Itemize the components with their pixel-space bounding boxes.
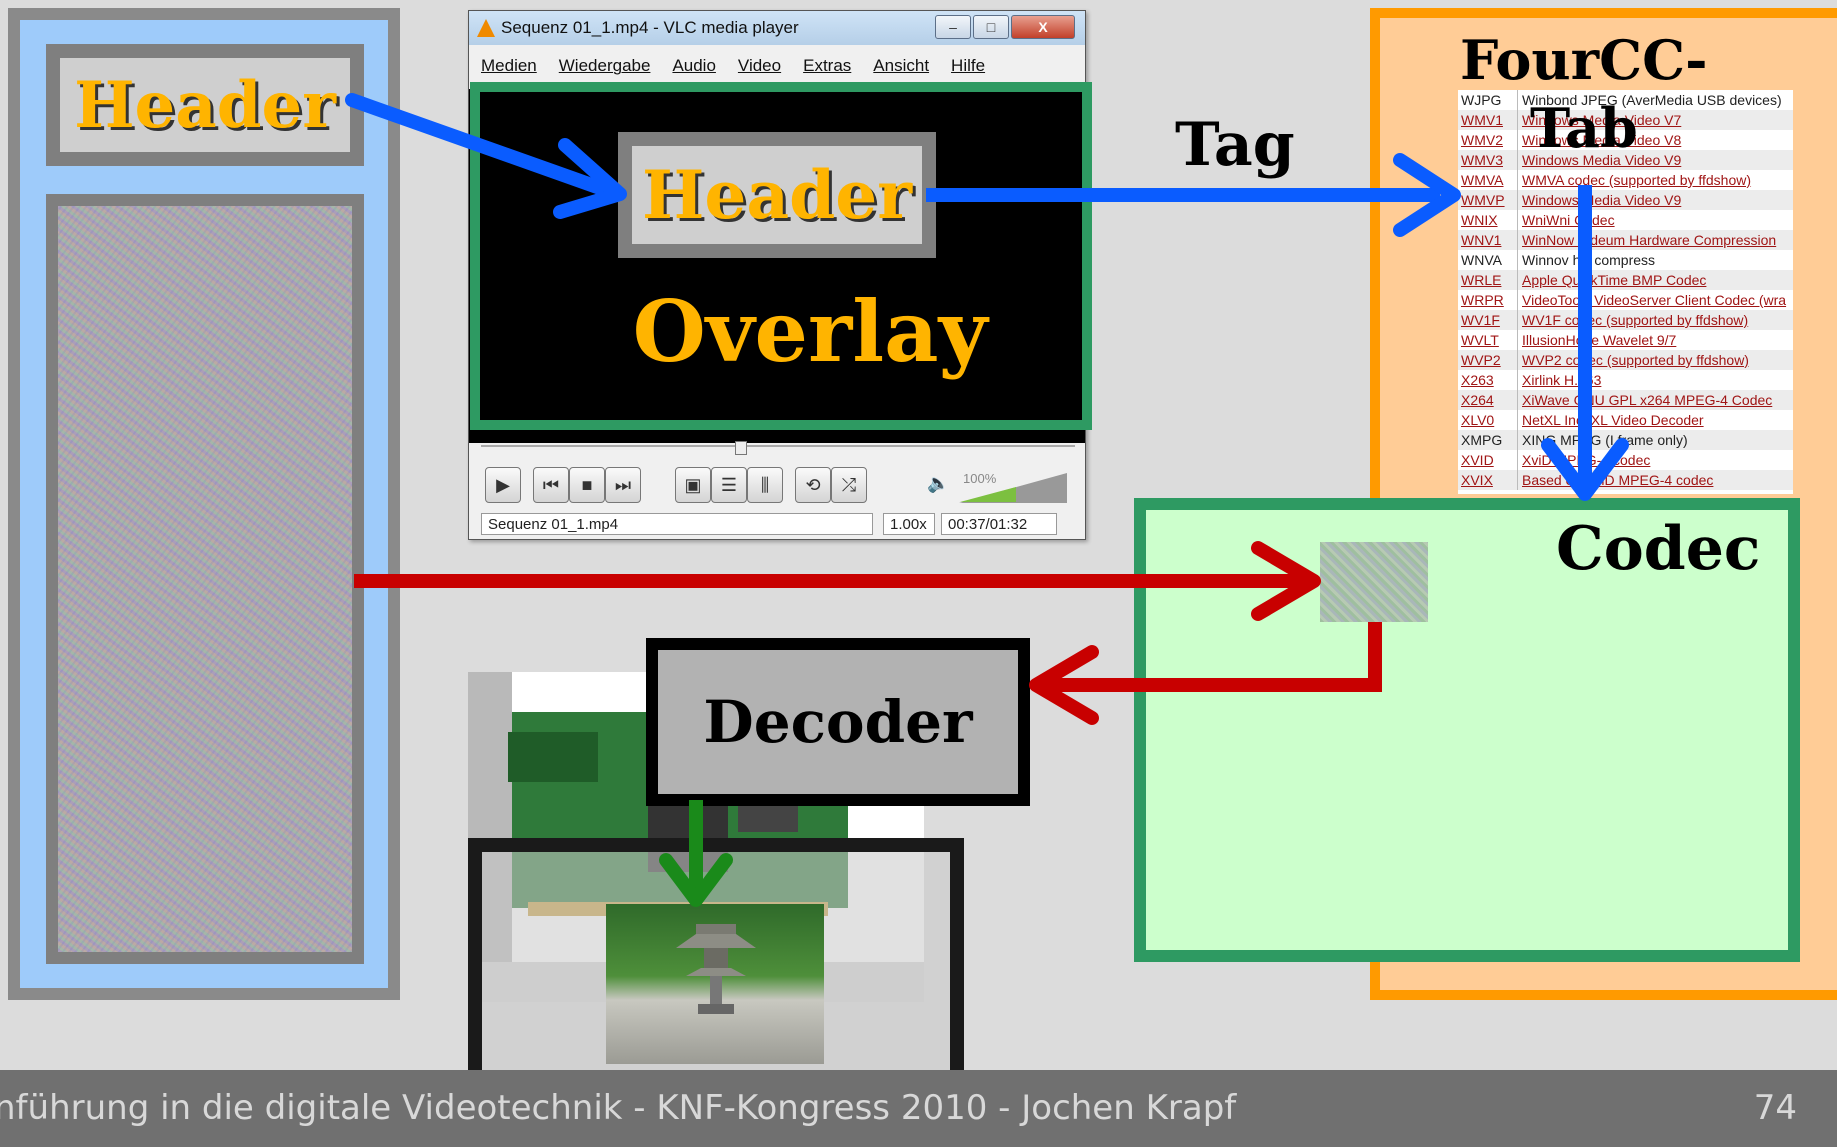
volume-fill xyxy=(960,487,1016,502)
fourcc-code[interactable]: WMVP xyxy=(1458,190,1518,210)
fourcc-code[interactable]: WNV1 xyxy=(1458,230,1518,250)
seek-track xyxy=(481,445,1075,447)
fourcc-description: XING MPEG (I frame only) xyxy=(1522,432,1688,448)
fourcc-description[interactable]: Apple QuickTime BMP Codec xyxy=(1522,272,1707,288)
slide-footer: nführung in die digitale Videotechnik - … xyxy=(0,1070,1837,1147)
fourcc-code[interactable]: WMV2 xyxy=(1458,130,1518,150)
codec-box xyxy=(1134,498,1800,962)
garden-lantern-graphic xyxy=(676,924,756,1014)
fourcc-code[interactable]: X263 xyxy=(1458,370,1518,390)
fourcc-code[interactable]: WMV3 xyxy=(1458,150,1518,170)
minimize-button[interactable]: – xyxy=(935,15,971,39)
maximize-button[interactable]: □ xyxy=(973,15,1009,39)
arrow-tag-to-fourcc xyxy=(926,153,1461,237)
status-speed[interactable]: 1.00x xyxy=(883,513,935,535)
arrow-payload-to-codec xyxy=(354,541,1321,621)
equalizer-icon[interactable]: ⫼ xyxy=(747,467,783,503)
seek-handle[interactable] xyxy=(735,441,747,455)
shuffle-icon[interactable]: ⤮ xyxy=(831,467,867,503)
speaker-icon[interactable]: 🔈 xyxy=(927,473,950,493)
arrow-codec-to-decoder xyxy=(1029,622,1382,725)
playlist-icon[interactable]: ☰ xyxy=(711,467,747,503)
fourcc-code: XMPG xyxy=(1458,430,1518,450)
fourcc-code[interactable]: WV1F xyxy=(1458,310,1518,330)
overlay-frame xyxy=(470,82,1092,430)
volume-percent: 100% xyxy=(963,471,997,486)
vlc-menubar: Medien Wiedergabe Audio Video Extras Ans… xyxy=(469,51,1085,81)
codec-label: Codec xyxy=(1556,514,1761,584)
vlc-cone-icon xyxy=(477,19,495,37)
fourcc-code[interactable]: WVP2 xyxy=(1458,350,1518,370)
decoded-image xyxy=(606,904,824,1064)
fourcc-description[interactable]: Windows Media Video V9 xyxy=(1522,152,1682,168)
fourcc-description[interactable]: Windows Media Video V7 xyxy=(1522,112,1682,128)
fourcc-code[interactable]: XLV0 xyxy=(1458,410,1518,430)
menu-hilfe[interactable]: Hilfe xyxy=(951,56,986,75)
next-icon[interactable]: ⏭ xyxy=(605,467,641,503)
fourcc-description[interactable]: NetXL Inc. XL Video Decoder xyxy=(1522,412,1704,428)
fourcc-tab-label: Tab xyxy=(1530,96,1638,160)
fourcc-description: Winbond JPEG (AverMedia USB devices) xyxy=(1522,92,1782,108)
fourcc-description[interactable]: Windows Media Video V8 xyxy=(1522,132,1682,148)
vlc-statusbar: Sequenz 01_1.mp4 1.00x 00:37/01:32 xyxy=(481,513,1075,535)
decoder-box: Decoder xyxy=(646,638,1030,806)
fourcc-description[interactable]: IllusionHope Wavelet 9/7 xyxy=(1522,332,1677,348)
menu-medien[interactable]: Medien xyxy=(481,56,537,75)
status-filename: Sequenz 01_1.mp4 xyxy=(481,513,873,535)
tag-label: Tag xyxy=(1175,110,1295,180)
header-box-left: Header xyxy=(46,44,364,166)
fourcc-code[interactable]: WRPR xyxy=(1458,290,1518,310)
fourcc-code[interactable]: X264 xyxy=(1458,390,1518,410)
play-icon[interactable]: ▶ xyxy=(485,467,521,503)
arrow-fourcc-to-codec xyxy=(1541,185,1629,501)
payload-data xyxy=(46,194,364,964)
seek-bar[interactable] xyxy=(481,441,1075,455)
menu-extras[interactable]: Extras xyxy=(803,56,852,75)
menu-video[interactable]: Video xyxy=(737,56,782,75)
header-box-overlay: Header xyxy=(618,132,936,258)
arrow-header-to-overlay xyxy=(345,93,627,219)
prev-icon[interactable]: ⏮ xyxy=(533,467,569,503)
fourcc-code[interactable]: XVIX xyxy=(1458,470,1518,490)
fourcc-code: WNVA xyxy=(1458,250,1518,270)
menu-wiedergabe[interactable]: Wiedergabe xyxy=(558,56,651,75)
fourcc-code[interactable]: WRLE xyxy=(1458,270,1518,290)
menu-ansicht[interactable]: Ansicht xyxy=(873,56,930,75)
codec-data-chip xyxy=(1320,542,1428,622)
arrow-decoder-to-screen xyxy=(659,800,733,907)
fourcc-description[interactable]: Windows Media Video V9 xyxy=(1522,192,1682,208)
footer-text: nführung in die digitale Videotechnik - … xyxy=(0,1088,1237,1128)
menu-audio[interactable]: Audio xyxy=(672,56,716,75)
fourcc-code[interactable]: WMV1 xyxy=(1458,110,1518,130)
loop-icon[interactable]: ⟲ xyxy=(795,467,831,503)
stop-icon[interactable]: ■ xyxy=(569,467,605,503)
fourcc-code[interactable]: XVID xyxy=(1458,450,1518,470)
fourcc-code[interactable]: WMVA xyxy=(1458,170,1518,190)
page-number: 74 xyxy=(1753,1088,1797,1128)
vlc-window-title: Sequenz 01_1.mp4 - VLC media player xyxy=(501,18,799,37)
status-time: 00:37/01:32 xyxy=(941,513,1057,535)
fourcc-title: FourCC- xyxy=(1460,28,1708,92)
fourcc-code[interactable]: WNIX xyxy=(1458,210,1518,230)
fourcc-code: WJPG xyxy=(1458,90,1518,110)
fourcc-description[interactable]: WMVA codec (supported by ffdshow) xyxy=(1522,172,1752,188)
fourcc-code[interactable]: WVLT xyxy=(1458,330,1518,350)
close-button[interactable]: X xyxy=(1011,15,1075,39)
overlay-label: Overlay xyxy=(632,282,988,381)
fullscreen-icon[interactable]: ▣ xyxy=(675,467,711,503)
